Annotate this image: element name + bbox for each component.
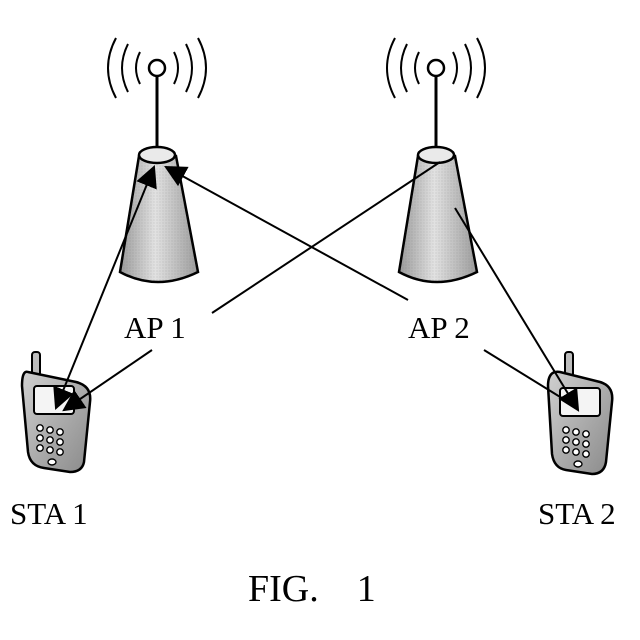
ap2-label: AP 2 <box>408 312 470 343</box>
figure-caption: FIG. 1 <box>248 570 376 608</box>
sta1-label: STA 1 <box>10 498 88 529</box>
link-ap2-ap1 <box>166 167 408 300</box>
station-1-phone-icon <box>22 352 90 472</box>
sta2-label: STA 2 <box>538 498 616 529</box>
access-point-2-icon <box>387 38 485 282</box>
link-ap2-sta1-lower <box>64 350 152 410</box>
link-ap2-sta2 <box>455 208 578 410</box>
ap1-label: AP 1 <box>124 312 186 343</box>
link-ap1-sta1 <box>56 167 154 408</box>
station-2-phone-icon <box>548 352 612 474</box>
